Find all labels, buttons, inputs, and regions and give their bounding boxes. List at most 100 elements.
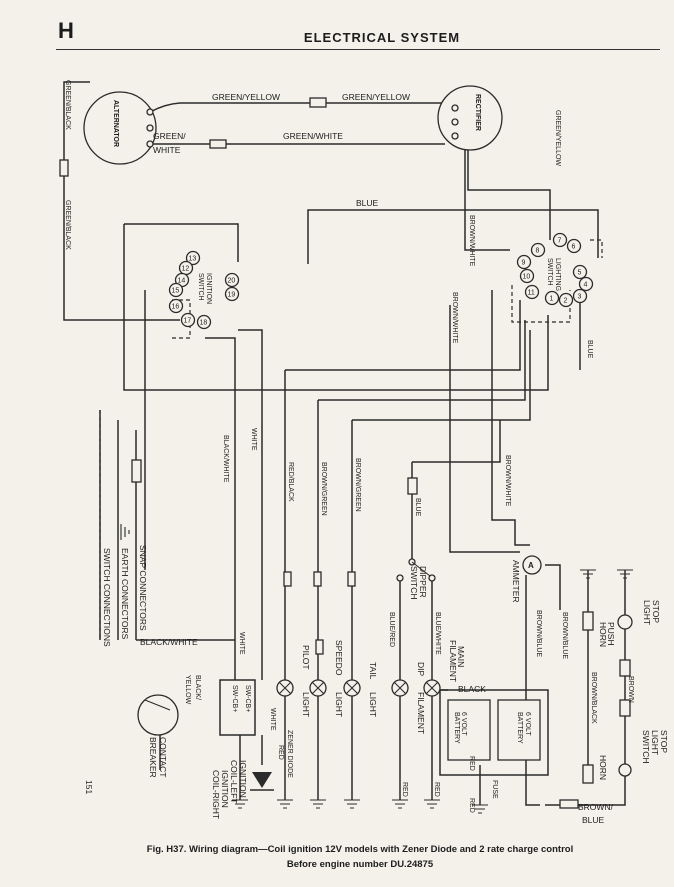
zener-diode	[250, 772, 274, 791]
lighting-switch-terminal-number: 6	[572, 244, 576, 251]
ignition-switch-terminal	[224, 286, 240, 302]
coil-left-label-1: IGNITION	[238, 760, 248, 798]
stop-light-switch-label-2: LIGHT	[650, 730, 660, 755]
pilot-light-label-2: LIGHT	[301, 692, 311, 717]
label-brown-black: BROWN/BLACK	[590, 672, 597, 724]
label-white-red-a: WHITE	[269, 708, 276, 731]
lighting-switch-terminal-number: 8	[536, 248, 540, 255]
label-white-upper: WHITE	[250, 428, 257, 451]
ammeter-symbol: A	[528, 561, 534, 570]
lighting-switch-terminal	[558, 292, 574, 308]
label-green-white-long: GREEN/WHITE	[283, 131, 343, 141]
label-red-fuse-b: RED	[468, 798, 475, 813]
lighting-switch-terminal-number: 1	[550, 296, 554, 303]
label-black-white-upper: BLACK/WHITE	[222, 435, 229, 483]
ignition-switch-terminal-number: 20	[228, 278, 236, 285]
header-rule	[56, 49, 660, 50]
label-brown: BROWN	[627, 676, 634, 703]
horn-push-label-2: PUSH	[606, 622, 616, 646]
lighting-switch-terminal	[524, 284, 540, 300]
coil-right-label-1: IGNITION	[220, 770, 230, 808]
battery-left-label-2: BATTERY	[453, 712, 460, 744]
label-brown-white-c: BROWN/WHITE	[504, 455, 511, 507]
figure-caption-line1: Fig. H37. Wiring diagram—Coil ignition 1…	[146, 844, 574, 855]
contact-breaker-label-2: BREAKER	[148, 737, 158, 778]
ignition-switch-terminal	[196, 314, 212, 330]
speedo-light-label-2: LIGHT	[334, 692, 344, 717]
stop-light-top-label-2: LIGHT	[642, 600, 652, 625]
stop-light-switch-label-1: STOP	[659, 730, 669, 753]
lighting-switch-terminal-number: 11	[528, 290, 535, 297]
label-red-black: RED/BLACK	[287, 462, 294, 502]
lighting-switch-label-2: SWITCH	[546, 258, 553, 286]
alternator-label: ALTERNATOR	[112, 100, 119, 147]
label-red-fuse-a: RED	[468, 756, 475, 771]
lighting-switch-terminal	[552, 232, 568, 248]
pilot-light-label-1: PILOT	[301, 645, 311, 670]
horn-label: HORN	[598, 755, 608, 780]
main-filament-label-1: MAIN	[456, 646, 466, 667]
label-black-yellow-b: YELLOW	[184, 675, 191, 705]
lighting-switch-label-1: LIGHTING	[554, 258, 561, 291]
label-white-red-b: RED	[277, 745, 284, 760]
label-green-white-b: WHITE	[153, 145, 181, 155]
main-filament-label-2: FILAMENT	[448, 640, 458, 682]
label-brown-blue-b: BROWN/BLUE	[561, 612, 568, 659]
legend-earth-connectors: EARTH CONNECTORS	[120, 548, 130, 640]
batteries	[447, 699, 541, 761]
dip-filament-label-1: DIP	[416, 662, 426, 677]
stop-light-switch-label-3: SWITCH	[641, 730, 651, 764]
ignition-switch-terminal	[180, 312, 196, 328]
horn-parts	[559, 611, 632, 809]
earth-symbols	[120, 524, 633, 814]
wire-labels: GREEN/YELLOW GREEN/YELLOW GREEN/ WHITE G…	[64, 80, 634, 825]
ammeter: A AMMETER	[511, 555, 542, 603]
battery-right-label-1: 6 VOLT	[524, 712, 531, 736]
ignition-switch-terminal	[168, 298, 184, 314]
ignition-switch-terminal	[168, 282, 184, 298]
ignition-switch-label-1: IGNITION	[205, 273, 212, 304]
dipper-switch-label-1: DIPPER	[418, 566, 428, 598]
stop-light-top-label-1: STOP	[651, 600, 661, 623]
battery-left-label-1: 6 VOLT	[460, 712, 467, 736]
coil-terminal-left: SW-CB+	[231, 685, 238, 712]
figure-caption-line2: Before engine number DU.24875	[286, 859, 434, 870]
label-green-yellow-left: GREEN/YELLOW	[212, 92, 280, 102]
label-brown-green-a: BROWN/GREEN	[320, 462, 327, 516]
label-brown-blue-a: BROWN/BLUE	[535, 610, 542, 657]
label-black: BLACK	[458, 684, 486, 694]
label-blue-white: BLUE/WHITE	[434, 612, 441, 655]
label-brown-white-b: BROWN/WHITE	[451, 292, 458, 344]
lighting-switch-terminal-number: 2	[564, 298, 568, 305]
horn-push-label-1: HORN	[598, 622, 608, 647]
rectifier-label: RECTIFIER	[474, 94, 481, 131]
coil-left-label-2: COIL-LEFT	[229, 760, 239, 803]
label-green-yellow-vertical: GREEN/YELLOW	[554, 110, 561, 166]
ammeter-label: AMMETER	[511, 560, 521, 603]
label-green-black-top: GREEN/BLACK	[64, 80, 71, 130]
lighting-switch-terminal-number: 7	[558, 238, 562, 245]
lighting-switch-terminal-number: 9	[522, 260, 526, 267]
lighting-switch-terminal	[544, 290, 560, 306]
dipper-switch: DIPPER SWITCH	[396, 558, 436, 600]
tail-light-label-2: LIGHT	[368, 692, 378, 717]
lighting-switch-terminal	[572, 288, 588, 304]
speedo-light-label-1: SPEEDO	[334, 640, 344, 676]
legend: SNAP CONNECTORS EARTH CONNECTORS SWITCH …	[102, 545, 148, 647]
lighting-switch-terminal-number: 5	[578, 270, 582, 277]
ignition-switch-terminal-number: 18	[200, 320, 208, 327]
coil-right-label-2: COIL-RIGHT	[211, 770, 221, 819]
ignition-switch-terminal-number: 16	[172, 304, 180, 311]
lighting-switch-terminal	[516, 254, 532, 270]
battery-right-label-2: BATTERY	[516, 712, 523, 744]
label-black-yellow-a: BLACK/	[194, 675, 201, 700]
fuse-label: FUSE	[491, 780, 498, 799]
label-brown-white-a: BROWN/WHITE	[468, 215, 475, 267]
coil-terminal-right: SW-CB+	[244, 685, 251, 712]
page-title: ELECTRICAL SYSTEM	[303, 30, 461, 45]
label-blue-mid: BLUE	[414, 498, 421, 517]
